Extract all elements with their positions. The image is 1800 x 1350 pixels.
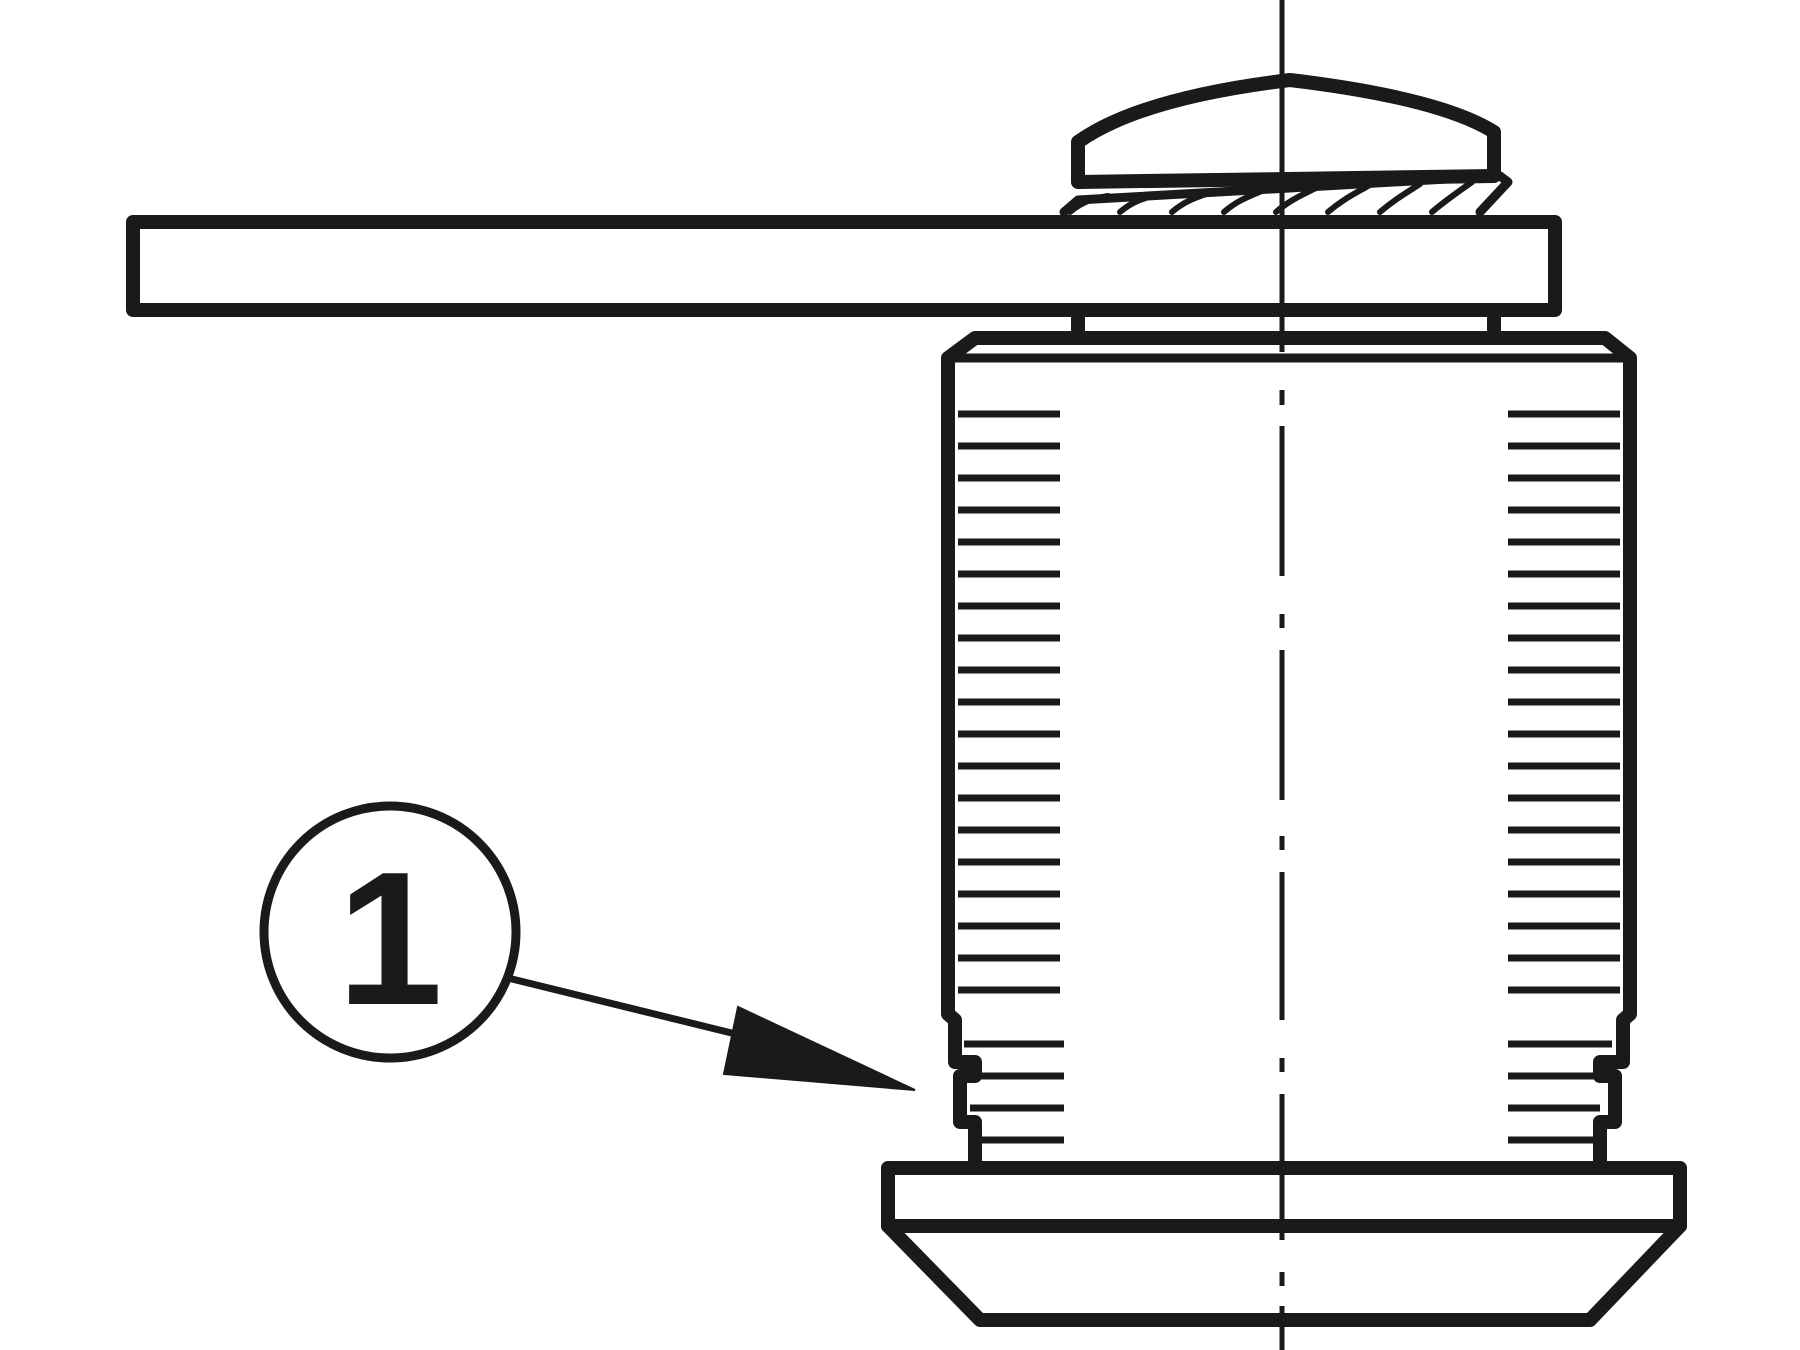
lock-head-dome bbox=[1071, 73, 1501, 189]
thread-right bbox=[1508, 410, 1620, 1144]
front-flange-bevel bbox=[881, 1219, 1687, 1327]
threaded-barrel bbox=[941, 331, 1637, 1175]
knurled-ring bbox=[1059, 171, 1513, 217]
callout-leader-arrow bbox=[504, 974, 916, 1091]
cam-lever bbox=[126, 215, 1562, 317]
callout-circle bbox=[259, 801, 521, 1063]
thread-left bbox=[958, 410, 1064, 1144]
callout-number: 1 bbox=[337, 833, 443, 1045]
